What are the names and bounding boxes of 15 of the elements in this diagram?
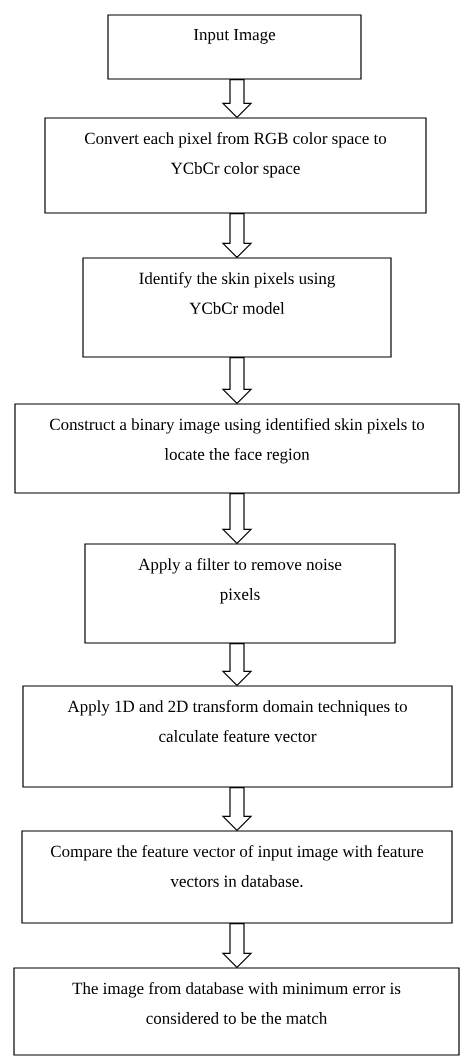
block-arrow xyxy=(221,357,253,405)
process-box: Input Image xyxy=(107,14,362,80)
block-arrow xyxy=(221,643,253,687)
process-box: Identify the skin pixels using YCbCr model xyxy=(82,257,392,358)
block-arrow xyxy=(221,787,253,832)
process-box: Compare the feature vector of input image with feature vectors in database. xyxy=(21,830,453,924)
process-box: Apply a filter to remove noise pixels xyxy=(84,543,396,644)
block-arrow xyxy=(221,213,253,259)
process-box: Convert each pixel from RGB color space to YCbCr color space xyxy=(44,117,427,214)
process-box: Apply 1D and 2D transform domain techniques to calculate feature vector xyxy=(22,685,453,788)
process-box: The image from database with minimum error is considered to be the match xyxy=(13,967,460,1056)
block-arrow xyxy=(221,923,253,969)
block-arrow xyxy=(221,79,253,119)
block-arrow xyxy=(221,493,253,545)
process-box: Construct a binary image using identified skin pixels to locate the face region xyxy=(14,403,460,494)
